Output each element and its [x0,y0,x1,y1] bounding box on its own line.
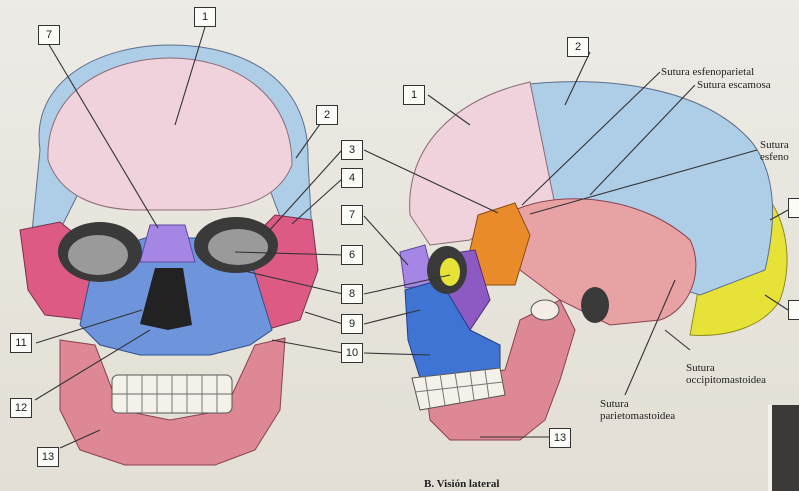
label-box-7-front: 7 [38,25,60,45]
label-box-12: 12 [10,398,32,418]
label-box-1-lateral: 1 [403,85,425,105]
label-box-6: 6 [341,245,363,265]
label-parieto-line2: parietomastoidea [600,410,675,422]
label-box-cut-bottom [788,300,799,320]
front-teeth [112,375,232,413]
label-occipito-line1: Sutura [686,362,715,374]
label-parieto-line1: Sutura [600,398,629,410]
label-box-13-front: 13 [37,447,59,467]
label-sutura-esfenoparietal: Sutura esfenoparietal [661,66,754,78]
label-box-13-lateral: 13 [549,428,571,448]
lateral-condyle [531,300,559,320]
label-sutura-esfeno-line1: Sutura [760,139,789,151]
label-box-9: 9 [341,314,363,334]
label-box-11: 11 [10,333,32,353]
photo-edge [768,405,799,491]
label-sutura-esfeno-line2: esfeno [760,151,789,163]
label-box-2-front: 2 [316,105,338,125]
front-nasal-bone [140,225,195,262]
label-box-3: 3 [341,140,363,160]
front-skull [20,45,318,465]
label-box-1-front: 1 [194,7,216,27]
label-box-7-mid: 7 [341,205,363,225]
label-box-4: 4 [341,168,363,188]
label-box-cut-top [788,198,799,218]
front-orbit-left-inner [68,235,128,275]
label-occipito-line2: occipitomastoidea [686,374,766,386]
label-box-2-lateral: 2 [567,37,589,57]
lateral-ear-opening [581,287,609,323]
label-box-8: 8 [341,284,363,304]
front-orbit-right-inner [208,229,268,265]
label-sutura-escamosa: Sutura escamosa [697,79,771,91]
caption-lateral-view: B. Visión lateral [424,478,499,490]
label-box-10: 10 [341,343,363,363]
lateral-orbit-ring [440,258,460,286]
